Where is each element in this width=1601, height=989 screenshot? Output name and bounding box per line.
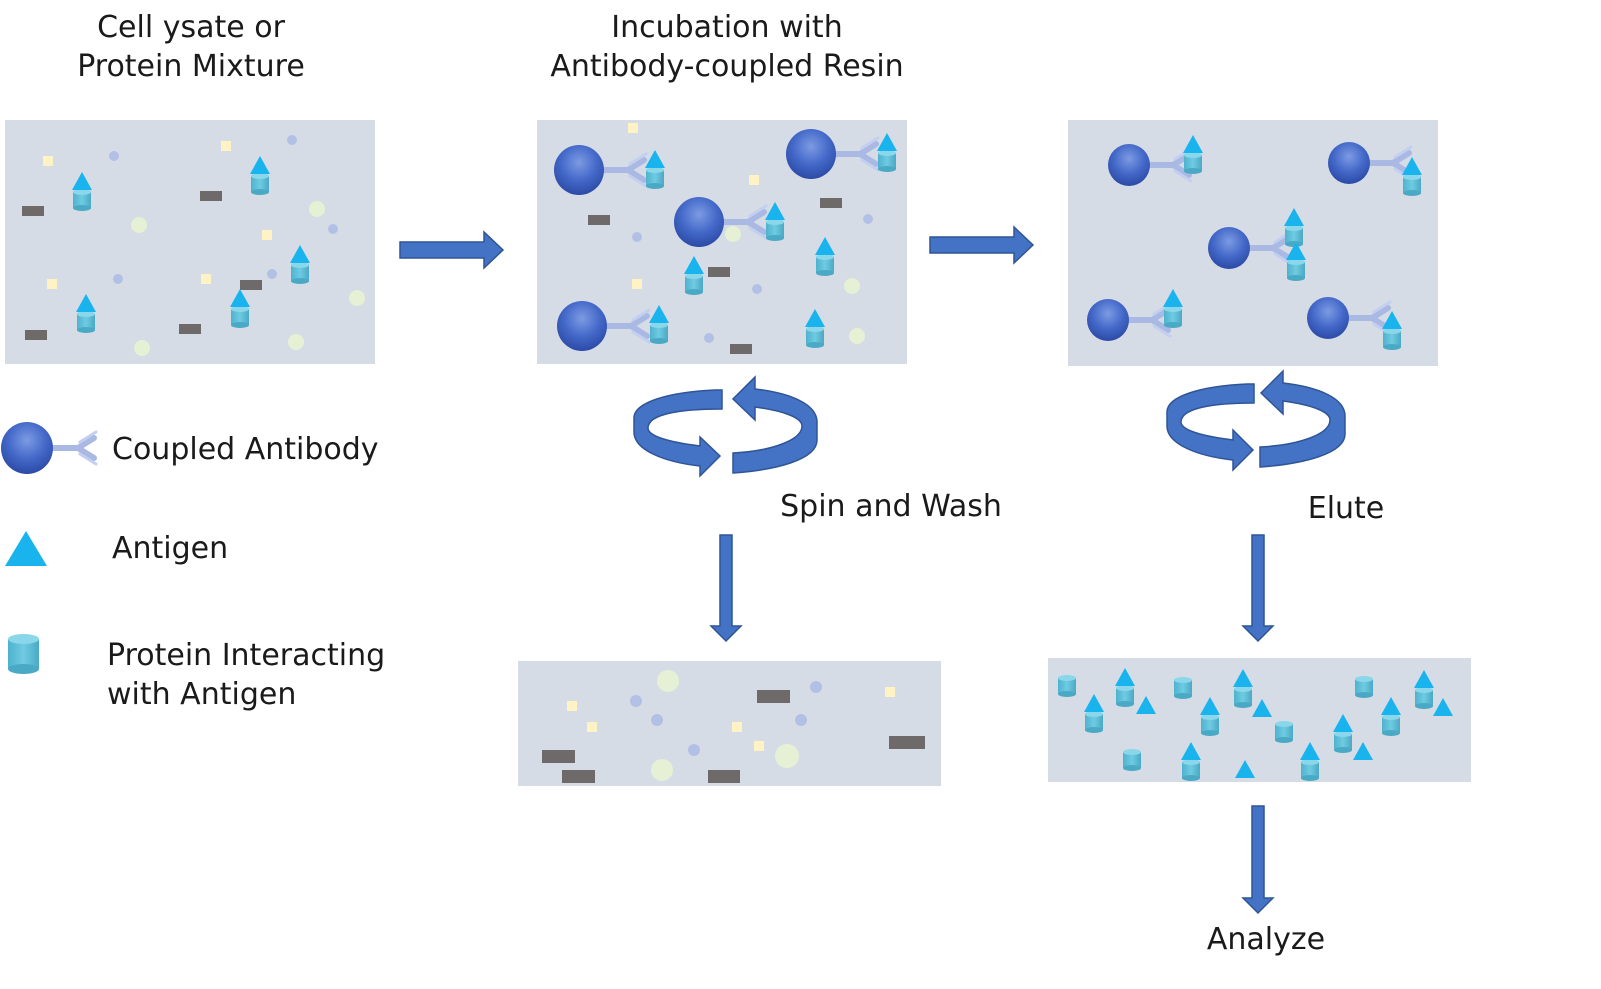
wash-panel-bg (518, 661, 941, 786)
legend-antigen-label: Antigen (112, 531, 228, 566)
resin-bead-antibody (786, 129, 897, 179)
elute-rotation-icon (1166, 369, 1346, 472)
arrow-to-incubation (399, 230, 505, 270)
lysate-panel (5, 120, 375, 364)
incubation-heading-line1: Incubation with (611, 10, 842, 45)
resin-bead-antibody (1307, 297, 1402, 350)
wash-panel (518, 661, 941, 786)
legend-coupled-antibody-label: Coupled Antibody (112, 432, 379, 467)
incubation-panel (537, 120, 907, 364)
resin-bead-antibody (674, 197, 785, 247)
legend-interacting-label-line1: Protein Interacting (107, 638, 385, 673)
analyze-label: Analyze (1207, 922, 1325, 957)
lysate-heading-line1: Cell ysate or (97, 10, 285, 45)
bound-panel (1068, 120, 1438, 366)
legend-interacting-protein-icon (8, 634, 39, 674)
resin-bead-antibody (1208, 208, 1306, 281)
elute-label: Elute (1308, 491, 1385, 526)
legend-coupled-antibody-icon (1, 422, 96, 474)
arrow-down-elute (1241, 534, 1275, 643)
lysate-heading-line2: Protein Mixture (77, 49, 305, 84)
lysate-panel-bg (5, 120, 375, 364)
resin-bead-antibody (1108, 135, 1203, 186)
eluate-panel (1048, 658, 1471, 782)
spin-wash-rotation-icon (633, 375, 818, 478)
arrow-down-analyze (1241, 805, 1275, 915)
resin-bead-antibody (554, 145, 665, 195)
eluate-panel-bg (1048, 658, 1471, 782)
arrow-to-bound (929, 225, 1035, 265)
legend-antigen-icon (5, 531, 47, 566)
spin-wash-label: Spin and Wash (780, 489, 1002, 524)
legend-interacting-label-line2: with Antigen (107, 677, 296, 712)
resin-bead-antibody (557, 301, 669, 351)
arrow-down-wash (709, 534, 743, 643)
resin-bead-antibody (1087, 289, 1183, 341)
incubation-heading-line2: Antibody-coupled Resin (550, 49, 903, 84)
legend: Coupled Antibody Antigen Protein Interac… (1, 422, 385, 712)
resin-bead-antibody (1328, 142, 1422, 196)
